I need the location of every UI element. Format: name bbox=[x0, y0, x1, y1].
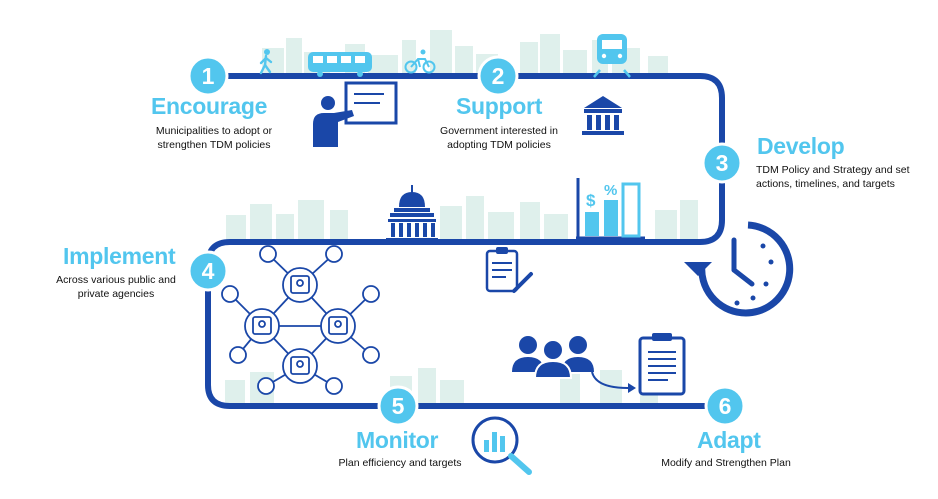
step-marker-1: 1 bbox=[187, 55, 229, 97]
bus-icon bbox=[308, 52, 372, 77]
step-title-encourage: Encourage bbox=[151, 93, 268, 119]
bar-chart-icon: $ % bbox=[576, 178, 645, 240]
step-desc-implement-line1: Across various public and bbox=[56, 274, 176, 286]
step-marker-3: 3 bbox=[701, 142, 743, 184]
walking-person-icon bbox=[259, 49, 273, 75]
step-desc-encourage: Municipalities to adopt or strengthen TD… bbox=[153, 124, 275, 152]
step-desc-monitor: Plan efficiency and targets bbox=[332, 456, 468, 470]
step-title-support: Support bbox=[456, 93, 543, 119]
clipboard-pencil-icon bbox=[485, 247, 533, 293]
step-desc-support: Government interested in adopting TDM po… bbox=[435, 124, 563, 152]
process-path bbox=[205, 73, 725, 409]
presenter-icon bbox=[313, 81, 398, 147]
step-desc-encourage-line2: strengthen TDM policies bbox=[157, 139, 271, 151]
document-icon bbox=[638, 333, 686, 396]
step-desc-adapt-line1: Modify and Strengthen Plan bbox=[661, 457, 791, 469]
percent-symbol: % bbox=[604, 182, 617, 199]
step-number-6: 6 bbox=[719, 393, 732, 419]
group-people-icon bbox=[512, 336, 594, 379]
step-desc-develop-line1: TDM Policy and Strategy and set bbox=[756, 164, 910, 176]
step-title-adapt: Adapt bbox=[697, 427, 761, 453]
step-title-develop: Develop bbox=[757, 133, 845, 159]
step-marker-4: 4 bbox=[187, 250, 229, 292]
clock-icon bbox=[684, 221, 794, 317]
step-number-2: 2 bbox=[492, 63, 505, 89]
step-title-monitor: Monitor bbox=[356, 427, 439, 453]
step-desc-support-line1: Government interested in bbox=[440, 125, 558, 137]
dollar-symbol: $ bbox=[586, 191, 596, 210]
step-marker-2: 2 bbox=[477, 55, 519, 97]
people-network-icon bbox=[221, 245, 380, 395]
step-desc-implement: Across various public and private agenci… bbox=[46, 273, 186, 301]
step-marker-6: 6 bbox=[704, 385, 746, 427]
step-marker-5: 5 bbox=[377, 385, 419, 427]
step-desc-develop-line2: actions, timelines, and targets bbox=[756, 178, 895, 190]
step-desc-develop: TDM Policy and Strategy and set actions,… bbox=[756, 163, 910, 191]
bicycle-icon bbox=[404, 49, 436, 74]
arrow-to-document-icon bbox=[591, 371, 629, 389]
government-building-icon bbox=[582, 96, 624, 135]
step-number-1: 1 bbox=[202, 63, 215, 89]
step-desc-implement-line2: private agencies bbox=[77, 288, 155, 300]
step-number-4: 4 bbox=[202, 258, 215, 284]
step-number-5: 5 bbox=[392, 393, 405, 419]
step-desc-support-line2: adopting TDM policies bbox=[447, 139, 551, 151]
step-number-3: 3 bbox=[716, 150, 729, 176]
step-desc-monitor-line1: Plan efficiency and targets bbox=[338, 457, 462, 469]
magnifying-chart-icon bbox=[471, 416, 532, 475]
arrow-head-icon bbox=[628, 383, 636, 393]
step-desc-adapt: Modify and Strengthen Plan bbox=[654, 456, 798, 470]
train-icon bbox=[593, 34, 631, 78]
step-title-implement: Implement bbox=[63, 243, 176, 269]
step-desc-encourage-line1: Municipalities to adopt or bbox=[155, 125, 273, 137]
skyline-middle bbox=[226, 196, 698, 243]
capitol-building-icon bbox=[386, 185, 438, 241]
